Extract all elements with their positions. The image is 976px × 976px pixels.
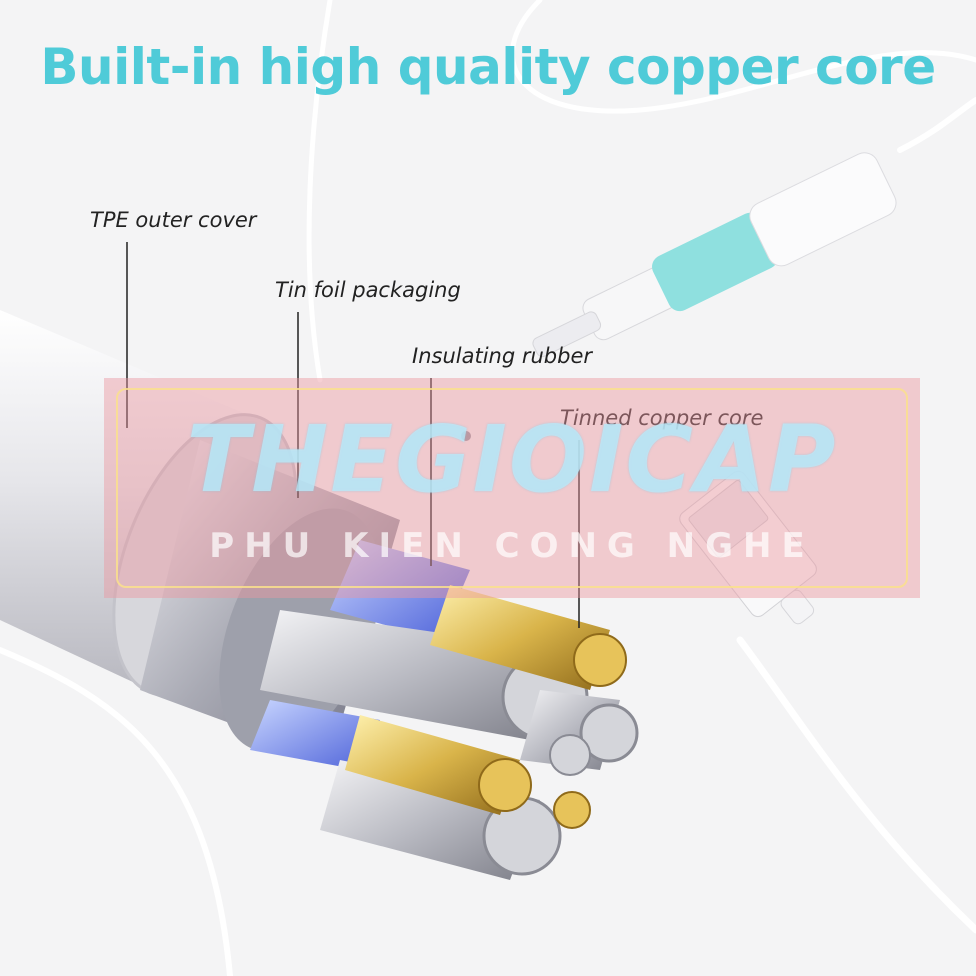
label-tpe-outer-cover: TPE outer cover: [90, 208, 257, 232]
conductor-bundle: [260, 585, 639, 880]
insulating-rubber: [250, 540, 470, 770]
usb-a-connector: [679, 470, 817, 625]
callout-leaders: [126, 242, 580, 628]
usb-c-connector: [461, 152, 897, 441]
headline: Built-in high quality copper core: [40, 38, 936, 96]
label-insulating-rubber: Insulating rubber: [412, 344, 592, 368]
label-tin-foil-packaging: Tin foil packaging: [275, 278, 461, 302]
label-tinned-copper-core: Tinned copper core: [560, 406, 764, 430]
